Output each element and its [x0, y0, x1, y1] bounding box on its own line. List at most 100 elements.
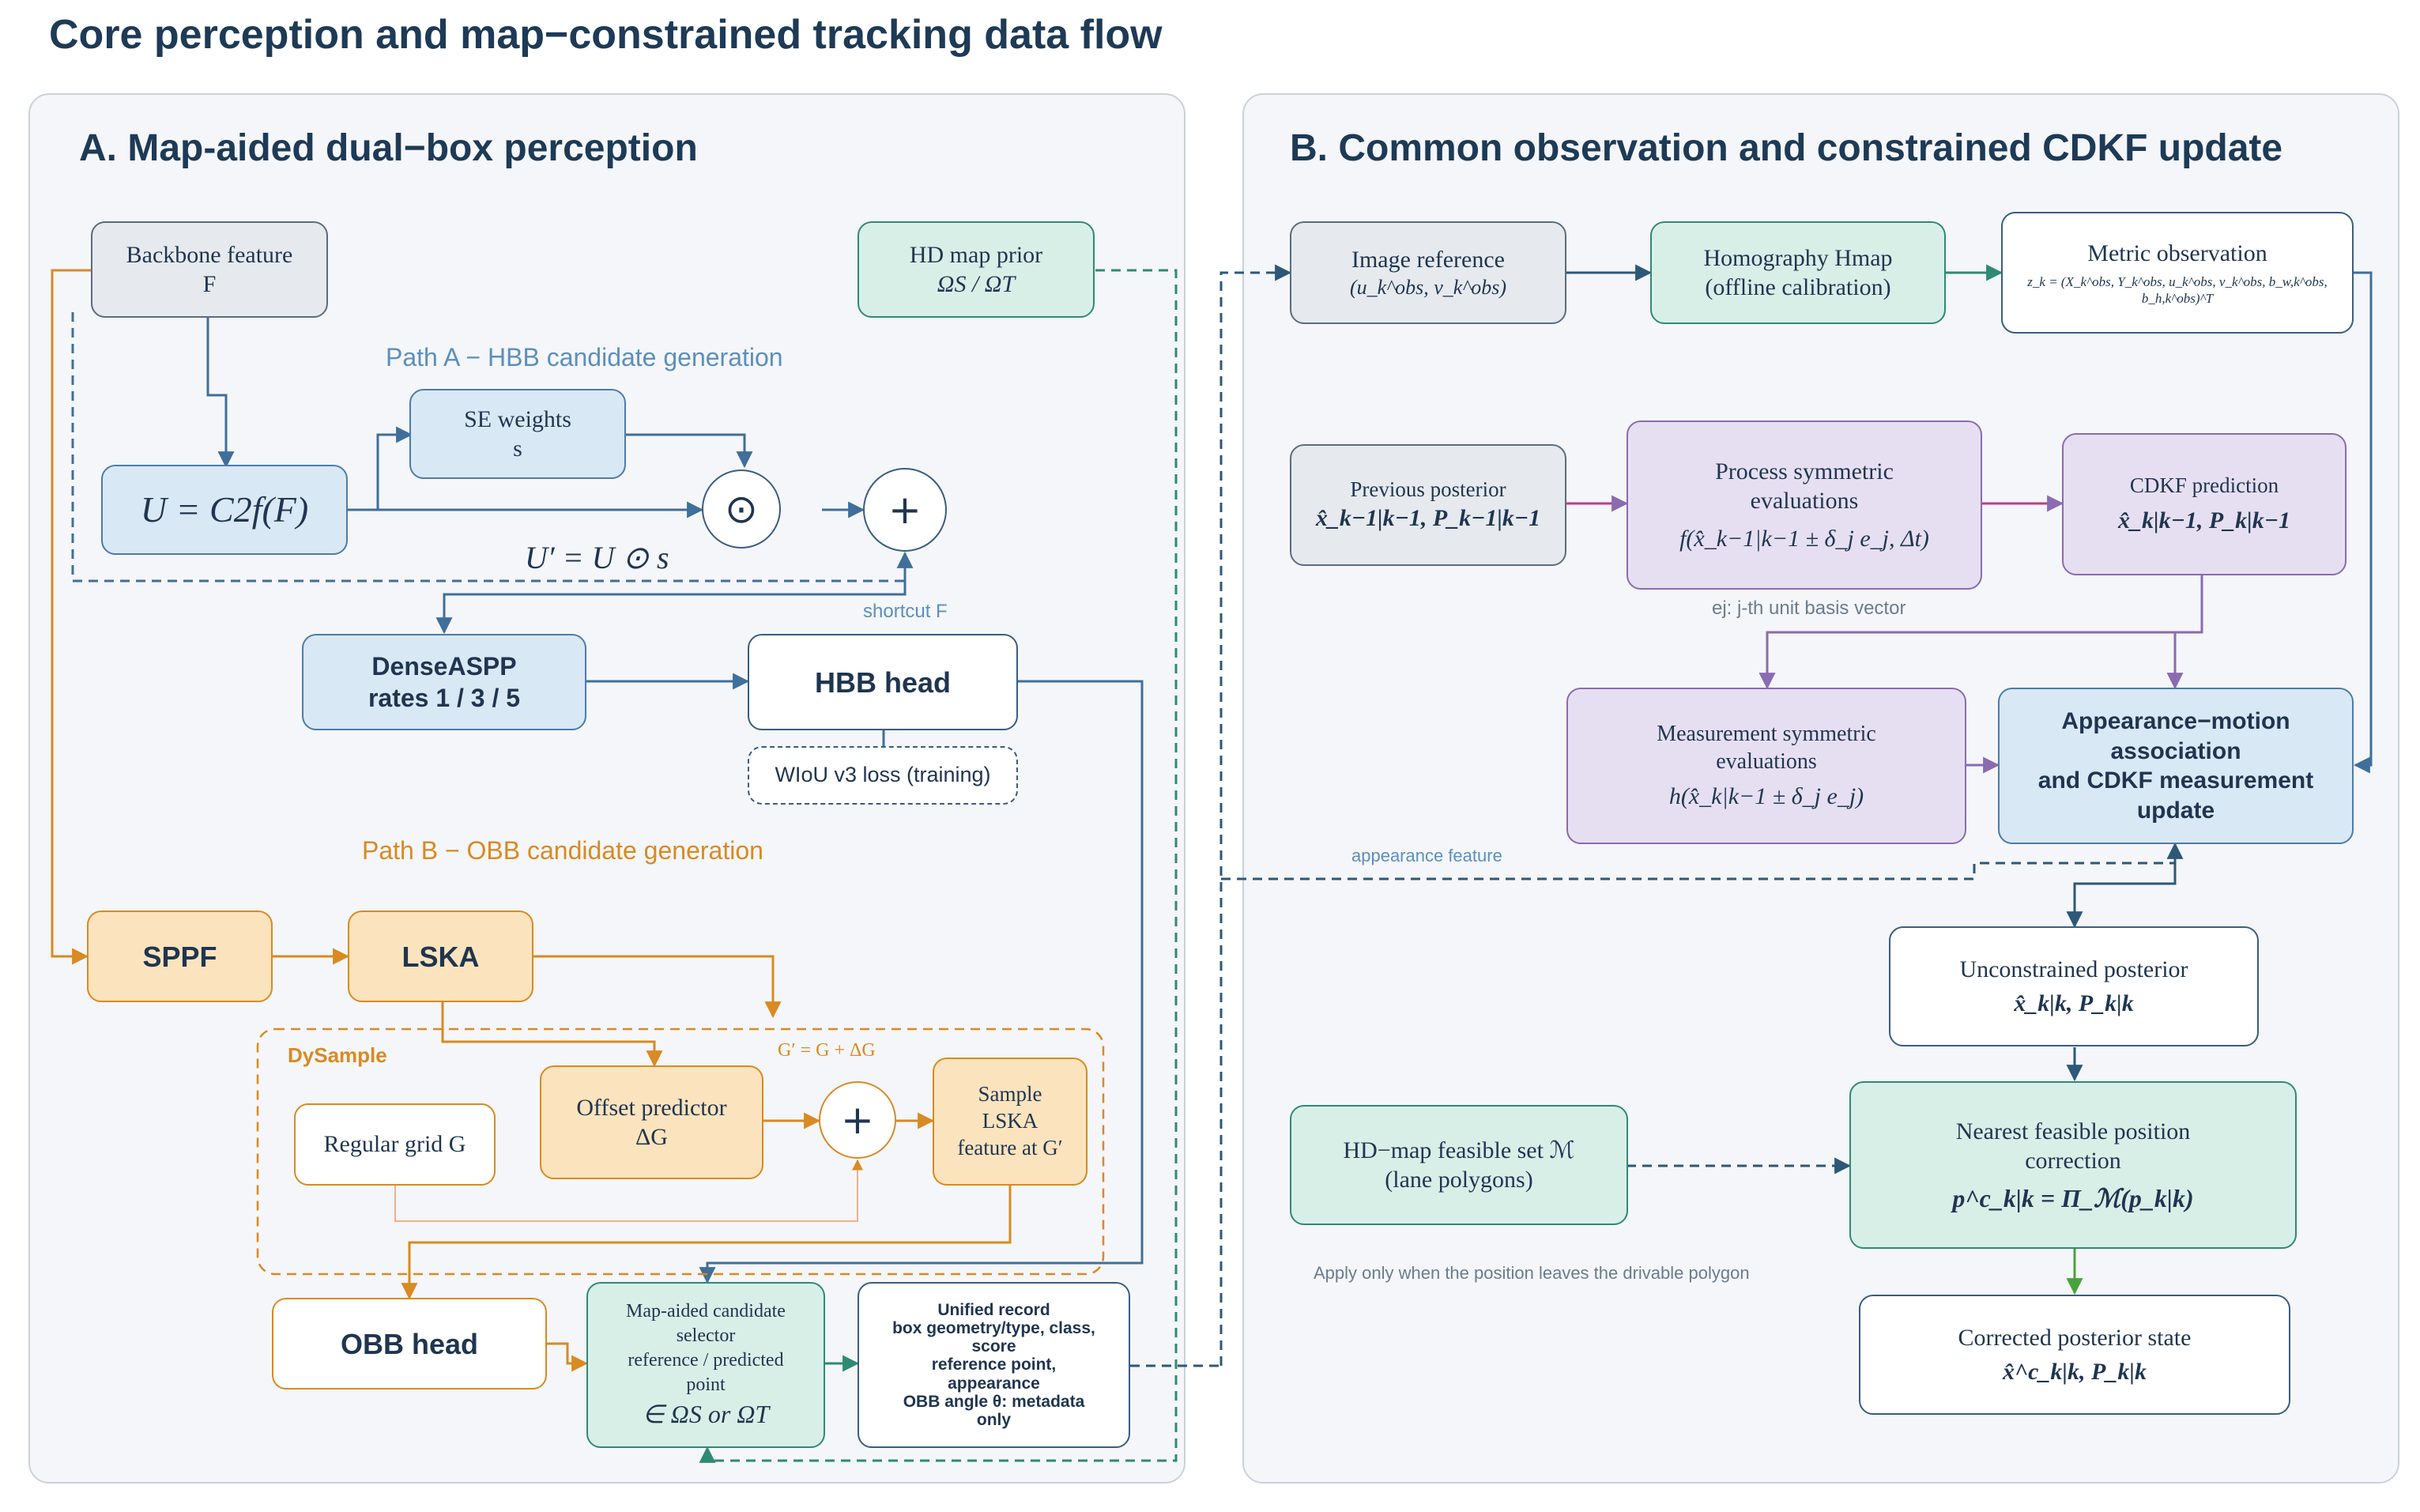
assoc-line1: Appearance−motion — [2061, 708, 2290, 734]
unconstrained-formula: x̂_k|k, P_k|k — [2014, 990, 2134, 1016]
process-evaluations-box: Process symmetric evaluations f(x̂_k−1|k… — [1627, 420, 1982, 590]
cdkf-prediction-label: CDKF prediction — [2129, 473, 2279, 498]
cdkf-prediction-formula: x̂_k|k−1, P_k|k−1 — [2118, 507, 2290, 534]
nearest-label-1: Nearest feasible position — [1955, 1118, 2191, 1144]
measurement-evaluations-box: Measurement symmetric evaluations h(x̂_k… — [1566, 688, 1966, 844]
assoc-line4: update — [2136, 797, 2215, 824]
hd-map-prior-box: HD map prior ΩS / ΩT — [858, 221, 1095, 318]
obb-head-box: OBB head — [272, 1298, 547, 1389]
lska-box: LSKA — [348, 911, 533, 1002]
offset-predictor-box: Offset predictor ΔG — [540, 1065, 763, 1179]
lska-label: LSKA — [401, 940, 480, 973]
plus-operator-a: + — [863, 468, 947, 552]
metric-observation-label: Metric observation — [2087, 240, 2267, 266]
association-update-box: Appearance−motion association and CDKF m… — [1998, 688, 2354, 844]
unconstrained-label: Unconstrained posterior — [1959, 956, 2188, 982]
dense-aspp-label: DenseASPP — [371, 652, 517, 681]
record-line7: only — [976, 1410, 1012, 1429]
record-line1: Unified record — [937, 1301, 1050, 1320]
corrected-posterior-box: Corrected posterior state x̂^c_k|k, P_k|… — [1859, 1295, 2290, 1415]
image-reference-formula: (u_k^obs, v_k^obs) — [1349, 275, 1507, 299]
unconstrained-posterior-box: Unconstrained posterior x̂_k|k, P_k|k — [1889, 926, 2259, 1046]
dysample-label: DySample — [288, 1043, 387, 1067]
sample-lska-box: Sample LSKA feature at G′ — [933, 1058, 1087, 1186]
process-label-1: Process symmetric — [1715, 458, 1894, 485]
odot-operator: ⊙ — [702, 469, 781, 549]
measurement-label-2: evaluations — [1716, 749, 1817, 775]
backbone-feature-box: Backbone feature F — [91, 221, 328, 318]
feasible-set-label: HD−map feasible set ℳ — [1343, 1137, 1575, 1163]
panel-a-title: A. Map-aided dual−box perception — [79, 127, 698, 169]
backbone-label: Backbone feature — [126, 241, 293, 268]
selector-line4: point — [686, 1374, 726, 1396]
selector-sets: ∈ ΩS or ΩT — [642, 1399, 770, 1428]
dense-aspp-rates: rates 1 / 3 / 5 — [368, 684, 521, 712]
selector-line1: Map-aided candidate — [626, 1300, 786, 1322]
nearest-correction-box: Nearest feasible position correction p^c… — [1849, 1081, 2297, 1249]
measurement-label-1: Measurement symmetric — [1657, 722, 1876, 747]
record-line5: appearance — [948, 1374, 1040, 1393]
assoc-line3: and CDKF measurement — [2037, 767, 2314, 794]
hbb-head-box: HBB head — [748, 634, 1018, 730]
record-line6: OBB angle θ: metadata — [903, 1392, 1085, 1411]
hdmap-sets: ΩS / ΩT — [937, 271, 1016, 297]
gprime-formula: G′ = G + ΔG — [778, 1040, 876, 1061]
homography-box: Homography Hmap (offline calibration) — [1650, 221, 1946, 324]
sample-line2: LSKA — [982, 1109, 1038, 1133]
path-a-label: Path A − HBB candidate generation — [386, 343, 783, 371]
se-weights-label: SE weights — [464, 405, 571, 432]
basis-vector-note: ej: j-th unit basis vector — [1712, 598, 1906, 619]
feasible-set-note: (lane polygons) — [1385, 1167, 1533, 1193]
homography-label: Homography Hmap — [1703, 244, 1893, 271]
sample-line3: feature at G′ — [957, 1135, 1063, 1159]
c2f-box: U = C2f(F) — [101, 465, 348, 555]
measurement-formula: h(x̂_k|k−1 ± δ_j e_j) — [1668, 783, 1864, 810]
wiou-loss-label: WIoU v3 loss (training) — [775, 763, 991, 787]
wiou-loss-box: WIoU v3 loss (training) — [748, 746, 1018, 805]
obb-head-label: OBB head — [340, 1327, 479, 1360]
sample-line1: Sample — [978, 1082, 1042, 1107]
record-line2: box geometry/type, class, — [892, 1319, 1095, 1338]
previous-posterior-label: Previous posterior — [1350, 477, 1506, 502]
selector-line2: selector — [676, 1325, 736, 1347]
apply-condition-note: Apply only when the position leaves the … — [1314, 1263, 1750, 1283]
figure-title: Core perception and map−constrained trac… — [49, 12, 1163, 58]
nearest-label-2: correction — [2025, 1148, 2121, 1174]
sppf-label: SPPF — [142, 940, 217, 973]
c2f-formula: U = C2f(F) — [140, 489, 309, 530]
se-weights-box: SE weights s — [409, 389, 626, 479]
metric-observation-formula: z_k = (X_k^obs, Y_k^obs, u_k^obs, v_k^ob… — [2027, 273, 2328, 306]
candidate-selector-box: Map-aided candidate selector reference /… — [586, 1282, 825, 1448]
nearest-formula: p^c_k|k = Π_ℳ(p_k|k) — [1952, 1183, 2194, 1212]
corrected-label: Corrected posterior state — [1958, 1324, 2192, 1351]
image-reference-box: Image reference (u_k^obs, v_k^obs) — [1290, 221, 1566, 324]
record-line3: score — [971, 1337, 1016, 1356]
uprime-formula: U′ = U ⊙ s — [525, 540, 669, 575]
path-b-label: Path B − OBB candidate generation — [362, 836, 763, 865]
process-formula: f(x̂_k−1|k−1 ± δ_j e_j, Δt) — [1679, 525, 1929, 552]
panel-b-title: B. Common observation and constrained CD… — [1290, 127, 2283, 169]
hdmap-label: HD map prior — [909, 241, 1043, 268]
hbb-head-label: HBB head — [814, 666, 952, 699]
backbone-symbol: F — [202, 271, 217, 297]
se-weights-symbol: s — [513, 436, 522, 462]
metric-observation-box: Metric observation z_k = (X_k^obs, Y_k^o… — [2001, 212, 2354, 334]
cdkf-prediction-box: CDKF prediction x̂_k|k−1, P_k|k−1 — [2062, 433, 2346, 575]
feasible-set-box: HD−map feasible set ℳ (lane polygons) — [1290, 1105, 1628, 1225]
dense-aspp-box: DenseASPP rates 1 / 3 / 5 — [302, 634, 586, 730]
sppf-box: SPPF — [87, 911, 273, 1002]
previous-posterior-formula: x̂_k−1|k−1, P_k−1|k−1 — [1315, 505, 1541, 532]
homography-note: (offline calibration) — [1705, 274, 1891, 300]
plus-operator-b: + — [819, 1081, 896, 1159]
image-reference-label: Image reference — [1351, 247, 1505, 273]
process-label-2: evaluations — [1750, 488, 1859, 515]
unified-record-box: Unified record box geometry/type, class,… — [858, 1282, 1130, 1448]
appearance-feature-label: appearance feature — [1351, 846, 1502, 865]
offset-predictor-label: Offset predictor — [576, 1094, 727, 1121]
selector-line3: reference / predicted — [628, 1350, 784, 1371]
regular-grid-label: Regular grid G — [323, 1131, 466, 1158]
shortcut-label: shortcut F — [863, 601, 948, 622]
regular-grid-box: Regular grid G — [294, 1103, 496, 1186]
previous-posterior-box: Previous posterior x̂_k−1|k−1, P_k−1|k−1 — [1290, 444, 1566, 566]
